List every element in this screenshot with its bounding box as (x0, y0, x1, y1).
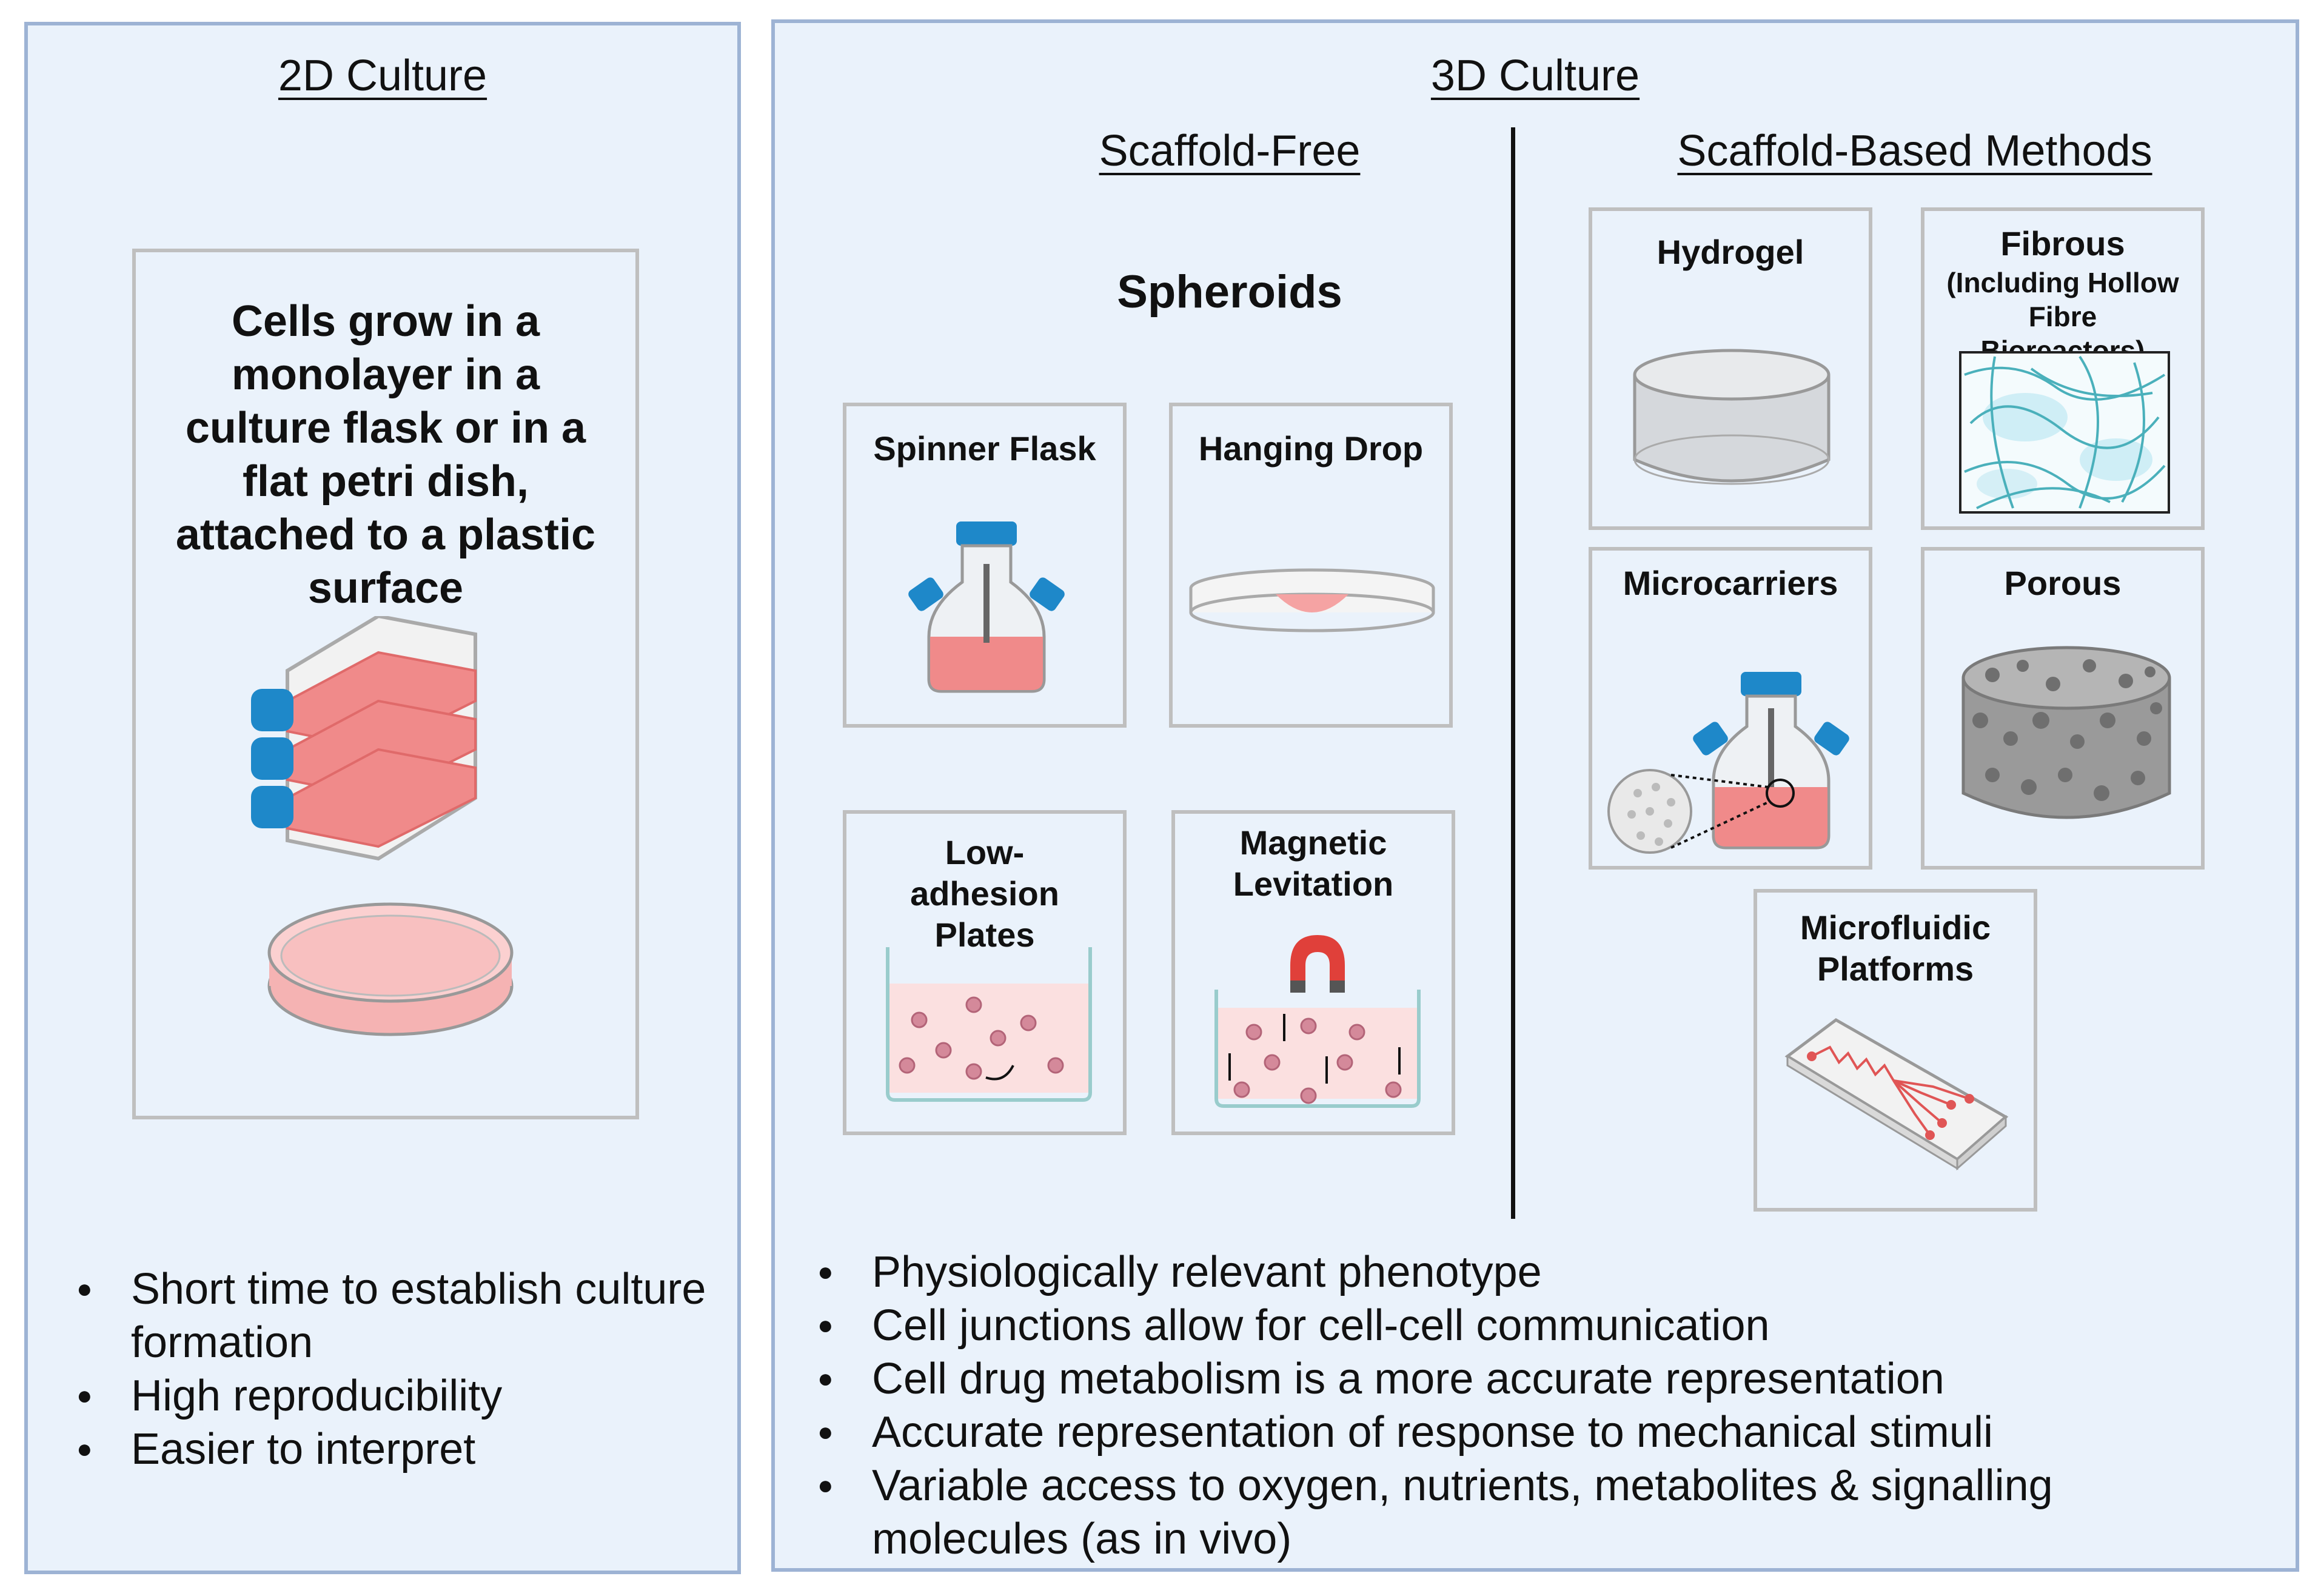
title-2d-culture: 2D Culture (278, 52, 487, 100)
magnetic-levitation-icon (1214, 935, 1421, 1108)
card-title-fibrous: Fibrous (2000, 224, 2125, 263)
flask-cap-2 (251, 737, 293, 780)
cell (965, 1063, 982, 1080)
section-divider (1511, 127, 1515, 1219)
card-title-porous: Porous (2004, 564, 2122, 602)
cell (1047, 1057, 1064, 1074)
microcarriers-icon (1607, 672, 1849, 854)
bullet-3d-5: Variable access to oxygen, nutrients, me… (817, 1459, 2176, 1566)
cell (935, 1042, 952, 1059)
bullet-2d-1: Short time to establish culture formatio… (76, 1262, 719, 1369)
card-magnetic-levitation: Magnetic Levitation (1171, 810, 1455, 1135)
cell (1020, 1014, 1037, 1031)
card-title-microcarriers: Microcarriers (1623, 564, 1838, 602)
card-spinner-flask: Spinner Flask (843, 403, 1127, 728)
bullet-2d-2: High reproducibility (76, 1369, 719, 1423)
card-porous: Porous (1921, 547, 2205, 870)
cell (899, 1057, 916, 1074)
low-adhesion-plate-icon (886, 947, 1092, 1102)
card-title-magnetic-levitation: Magnetic Levitation (1233, 823, 1394, 903)
flask-cap-3 (251, 786, 293, 828)
panel-2d-culture: 2D Culture Cells grow in a monolayer in … (24, 22, 741, 1574)
porous-scaffold-icon (1961, 646, 2171, 819)
bullets-2d: Short time to establish culture formatio… (76, 1262, 719, 1476)
bullets-3d: Physiologically relevant phenotype Cell … (817, 1246, 2273, 1566)
subtitle-spheroids: Spheroids (1117, 266, 1342, 318)
cell (965, 996, 982, 1013)
hydrogel-icon (1633, 349, 1831, 485)
fibrous-scaffold-icon (1959, 351, 2170, 514)
card-title-hydrogel: Hydrogel (1656, 233, 1804, 271)
card-hydrogel: Hydrogel (1589, 207, 1872, 530)
bullet-3d-4: Accurate representation of response to m… (817, 1406, 2273, 1459)
card-low-adhesion-plates: Low-adhesion Plates (843, 810, 1127, 1135)
card-title-hanging-drop: Hanging Drop (1198, 429, 1424, 468)
petri-dish-icon (267, 902, 514, 1036)
card-title-microfluidic: Microfluidic Platforms (1800, 908, 1991, 988)
bullet-3d-2: Cell junctions allow for cell-cell commu… (817, 1299, 2273, 1352)
description-2d: Cells grow in a monolayer in a culture f… (175, 297, 596, 612)
magnet-icon (1290, 935, 1345, 990)
title-scaffold-free: Scaffold-Free (1099, 127, 1361, 175)
flask-cap-1 (251, 689, 293, 731)
stacked-flasks-icon (251, 616, 477, 861)
bullet-2d-3: Easier to interpret (76, 1423, 719, 1476)
flask-layer-3 (286, 748, 477, 848)
title-3d-culture: 3D Culture (1430, 52, 1640, 100)
microfluidic-chip-icon (1784, 1018, 2009, 1171)
cell (911, 1011, 928, 1028)
bullet-3d-3: Cell drug metabolism is a more accurate … (817, 1352, 2273, 1406)
card-fibrous: Fibrous (Including Hollow Fibre Bioreact… (1921, 207, 2205, 530)
card-title-spinner-flask: Spinner Flask (873, 429, 1096, 468)
title-scaffold-based: Scaffold-Based Methods (1677, 127, 2152, 175)
card-title-low-adhesion: Low-adhesion Plates (910, 833, 1059, 954)
card-microcarriers: Microcarriers (1589, 547, 1872, 870)
hanging-drop-icon (1189, 568, 1435, 632)
card-microfluidic-platforms: Microfluidic Platforms (1754, 889, 2037, 1212)
card-hanging-drop: Hanging Drop (1169, 403, 1453, 728)
bullet-3d-1: Physiologically relevant phenotype (817, 1246, 2273, 1299)
card-2d-description: Cells grow in a monolayer in a culture f… (132, 249, 639, 1119)
spinner-flask-icon (908, 521, 1065, 693)
panel-3d-culture: 3D Culture Scaffold-Free Spheroids Scaff… (771, 19, 2299, 1572)
cell (990, 1030, 1007, 1047)
